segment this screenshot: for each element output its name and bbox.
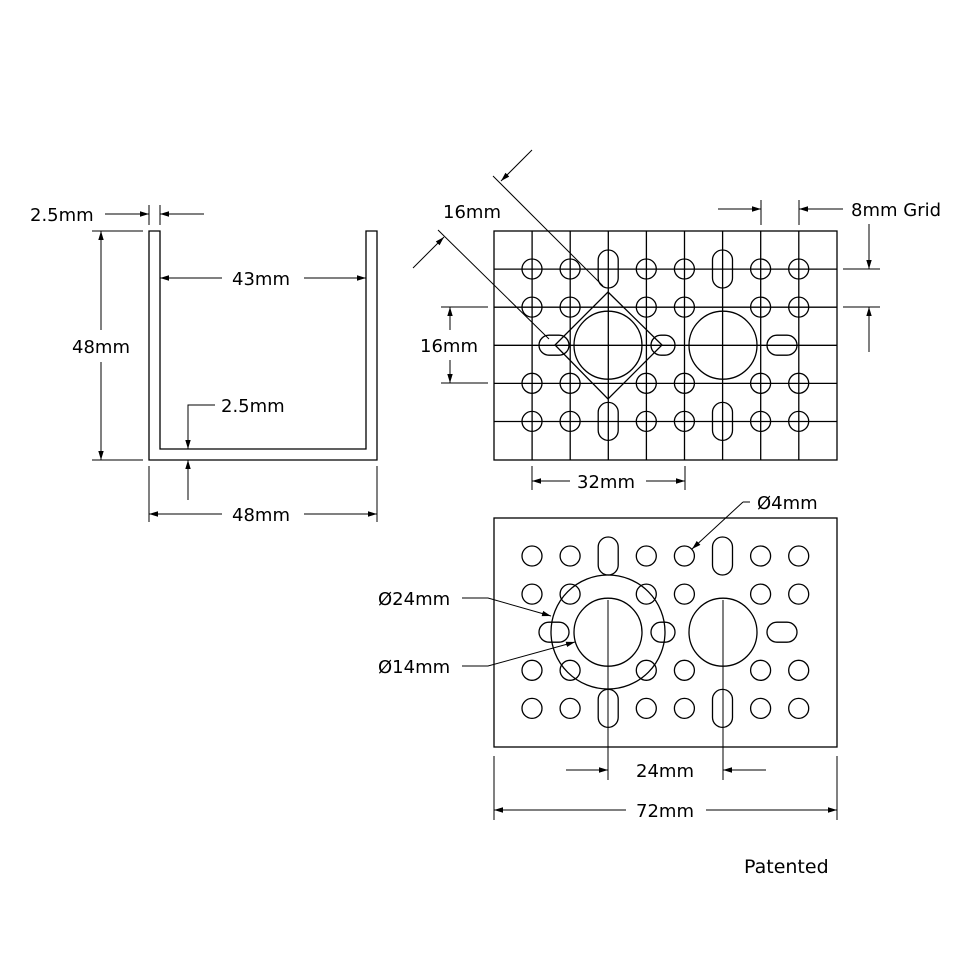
slot-hole	[597, 401, 619, 442]
dim-wall-thickness: 2.5mm	[30, 205, 94, 226]
hole	[635, 659, 657, 681]
hole	[749, 697, 772, 720]
center-hole	[688, 310, 758, 380]
hole	[673, 296, 696, 318]
hole	[673, 410, 696, 433]
hole	[788, 372, 810, 394]
hole	[749, 258, 772, 280]
hole	[559, 410, 581, 433]
hole	[749, 583, 772, 605]
hole	[559, 545, 581, 567]
hole	[749, 296, 772, 318]
center-hole	[573, 310, 643, 380]
hole	[521, 296, 543, 318]
slot-hole	[766, 621, 798, 643]
hole	[559, 659, 581, 681]
hole	[673, 258, 696, 280]
hole-pattern	[521, 249, 810, 442]
dim-center-hole: Ø14mm	[378, 657, 450, 678]
hole	[635, 697, 657, 720]
top-view: 16mm 8mm Grid 16mm 32mm	[412, 149, 941, 493]
dim-small-hole: Ø4mm	[757, 493, 818, 514]
hole	[635, 410, 657, 433]
hole	[559, 296, 581, 318]
dim-outer-width: 48mm	[232, 505, 290, 526]
hole	[788, 697, 810, 720]
hole	[673, 545, 696, 567]
dim-bolt-circle: Ø24mm	[378, 589, 450, 610]
dim-diagonal: 16mm	[443, 202, 501, 223]
slot-hole	[597, 536, 619, 576]
slot-hole	[538, 334, 570, 356]
side-view: 2.5mm 48mm 43mm 2.5mm 48mm	[30, 205, 378, 526]
hole	[635, 372, 657, 394]
slot-hole	[711, 536, 734, 576]
slot-hole	[538, 621, 570, 643]
hole	[521, 258, 543, 280]
u-channel-profile	[148, 230, 378, 461]
hole	[788, 258, 810, 280]
hole	[749, 410, 772, 433]
hole	[673, 659, 696, 681]
dim-vertical-spacing: 16mm	[420, 336, 478, 357]
hole	[521, 545, 543, 567]
diamond-pattern	[554, 291, 663, 400]
slot-hole	[597, 249, 619, 289]
hole	[521, 697, 543, 720]
hole	[559, 697, 581, 720]
slot-hole	[650, 334, 676, 356]
hole	[788, 583, 810, 605]
hole-pattern	[521, 536, 810, 729]
slot-hole	[711, 401, 734, 442]
dim-height: 48mm	[72, 337, 130, 358]
hole	[673, 372, 696, 394]
hole	[521, 659, 543, 681]
dim-overall-width: 72mm	[636, 801, 694, 822]
hole	[521, 372, 543, 394]
hole	[635, 296, 657, 318]
hole	[749, 372, 772, 394]
hole	[559, 583, 581, 605]
hole	[788, 410, 810, 433]
hole	[635, 545, 657, 567]
dim-horizontal-spacing: 32mm	[577, 472, 635, 493]
hole	[673, 697, 696, 720]
hole	[749, 545, 772, 567]
dim-grid: 8mm Grid	[851, 200, 941, 221]
hole	[788, 659, 810, 681]
plate-outline	[493, 517, 838, 748]
slot-hole	[650, 621, 676, 643]
hole	[635, 258, 657, 280]
hole	[521, 410, 543, 433]
patented-note: Patented	[744, 856, 829, 878]
hole	[673, 583, 696, 605]
dim-center-spacing: 24mm	[636, 761, 694, 782]
slot-hole	[766, 334, 798, 356]
hole	[559, 372, 581, 394]
dim-base-thickness: 2.5mm	[221, 396, 285, 417]
hole	[788, 545, 810, 567]
dim-inner-width: 43mm	[232, 269, 290, 290]
hole	[749, 659, 772, 681]
hole	[521, 583, 543, 605]
hole	[635, 583, 657, 605]
bottom-view: Ø4mm Ø24mm Ø14mm 24mm 72mm	[378, 493, 838, 822]
grid-lines	[494, 231, 837, 460]
hole	[559, 258, 581, 280]
hole	[788, 296, 810, 318]
slot-hole	[711, 249, 734, 289]
